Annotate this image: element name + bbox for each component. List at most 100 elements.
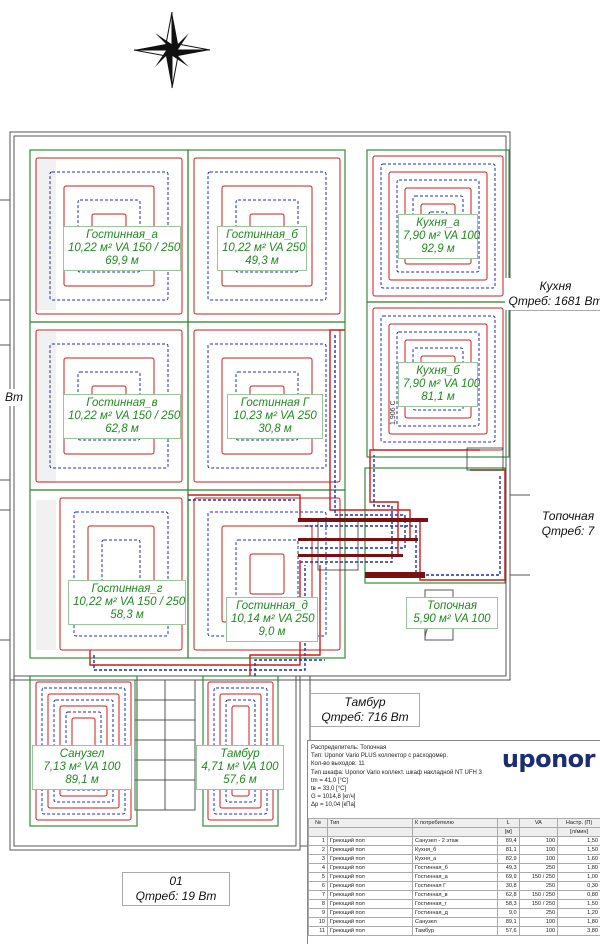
table-cell: 58,3 xyxy=(498,900,520,909)
table-cell: 1,80 xyxy=(558,918,600,927)
table-cell: Греющий пол xyxy=(328,855,413,864)
table-cell: 0,30 xyxy=(558,882,600,891)
col-header: № xyxy=(309,819,328,828)
table-cell: 3 xyxy=(309,855,328,864)
unit-cell xyxy=(328,828,413,837)
table-cell: 89,1 xyxy=(498,918,520,927)
col-header: К потребителю xyxy=(413,819,498,828)
table-cell: 2 xyxy=(309,846,328,855)
table-cell: 6 xyxy=(309,882,328,891)
zone-label-left-edge: Вт xyxy=(0,389,28,406)
table-units-row: [м] [л/мин] xyxy=(309,828,600,837)
table-cell: 62,8 xyxy=(498,891,520,900)
table-cell: 11 xyxy=(309,927,328,936)
table-cell: 1,50 xyxy=(558,900,600,909)
shaded-areas xyxy=(36,160,56,650)
table-cell: 8 xyxy=(309,900,328,909)
table-cell: Гостинная_д xyxy=(413,909,498,918)
unit-cell: [л/мин] xyxy=(558,828,600,837)
table-cell: 7 xyxy=(309,891,328,900)
compass-rose-icon xyxy=(134,12,210,88)
table-cell: 5 xyxy=(309,873,328,882)
table-cell: Тамбур xyxy=(413,927,498,936)
table-cell: 100 xyxy=(519,927,558,936)
table-header-row: № Тип К потребителю L VA Настр. (П) xyxy=(309,819,600,828)
table-cell: 4 xyxy=(309,864,328,873)
table-cell: 1,50 xyxy=(558,846,600,855)
table-cell: 1,50 xyxy=(558,837,600,846)
table-cell: 1,60 xyxy=(558,855,600,864)
table-cell: 30,8 xyxy=(498,882,520,891)
table-cell: Гостинная Г xyxy=(413,882,498,891)
table-cell: Кухня_б xyxy=(413,846,498,855)
manifold-table: № Тип К потребителю L VA Настр. (П) [м] … xyxy=(308,818,600,936)
manifold-legend: Распределитель: Топочная Тип: Uponor Var… xyxy=(307,740,600,944)
table-cell: 100 xyxy=(519,846,558,855)
table-cell: 250 xyxy=(519,909,558,918)
col-header: VA xyxy=(519,819,558,828)
table-cell: 89,4 xyxy=(498,837,520,846)
table-cell: 150 / 250 xyxy=(519,891,558,900)
table-cell: Греющий пол xyxy=(328,900,413,909)
table-cell: 1,00 xyxy=(558,873,600,882)
table-cell: 1 xyxy=(309,837,328,846)
table-cell: Гостинная_б xyxy=(413,864,498,873)
table-cell: Гостинная_а xyxy=(413,873,498,882)
table-cell: Санузел xyxy=(413,918,498,927)
table-cell: 49,3 xyxy=(498,864,520,873)
table-cell: 150 / 250 xyxy=(519,873,558,882)
table-cell: Греющий пол xyxy=(328,891,413,900)
uponor-logo: uponor xyxy=(502,745,595,773)
table-cell: Греющий пол xyxy=(328,837,413,846)
table-cell: Греющий пол xyxy=(328,918,413,927)
table-cell: Греющий пол xyxy=(328,909,413,918)
table-cell: Греющий пол xyxy=(328,882,413,891)
table-cell: 9,0 xyxy=(498,909,520,918)
table-cell: 9 xyxy=(309,909,328,918)
table-cell: Гостинная_г xyxy=(413,900,498,909)
table-cell: 10 xyxy=(309,918,328,927)
table-cell: 1,80 xyxy=(558,864,600,873)
table-cell: 57,6 xyxy=(498,927,520,936)
col-header: Тип xyxy=(328,819,413,828)
table-cell: 100 xyxy=(519,855,558,864)
heating-loop-ring xyxy=(60,498,182,650)
table-cell: 250 xyxy=(519,882,558,891)
table-cell: 100 xyxy=(519,918,558,927)
table-cell: Греющий пол xyxy=(328,864,413,873)
legend-header: Распределитель: Топочная Тип: Uponor Var… xyxy=(311,744,482,810)
manifold-box xyxy=(318,448,503,570)
table-cell: Санузел - 2 этаж xyxy=(413,837,498,846)
table-cell: 100 xyxy=(519,837,558,846)
table-cell: 150 / 250 xyxy=(519,900,558,909)
col-header: L xyxy=(498,819,520,828)
heating-loop-ring xyxy=(250,554,284,594)
table-cell: 82,9 xyxy=(498,855,520,864)
unit-cell xyxy=(413,828,498,837)
unit-cell: [м] xyxy=(498,828,520,837)
pipe-dimension-text: 1,906 C xyxy=(390,400,397,425)
table-cell: 81,1 xyxy=(498,846,520,855)
col-header: Настр. (П) xyxy=(558,819,600,828)
table-cell: Греющий пол xyxy=(328,927,413,936)
